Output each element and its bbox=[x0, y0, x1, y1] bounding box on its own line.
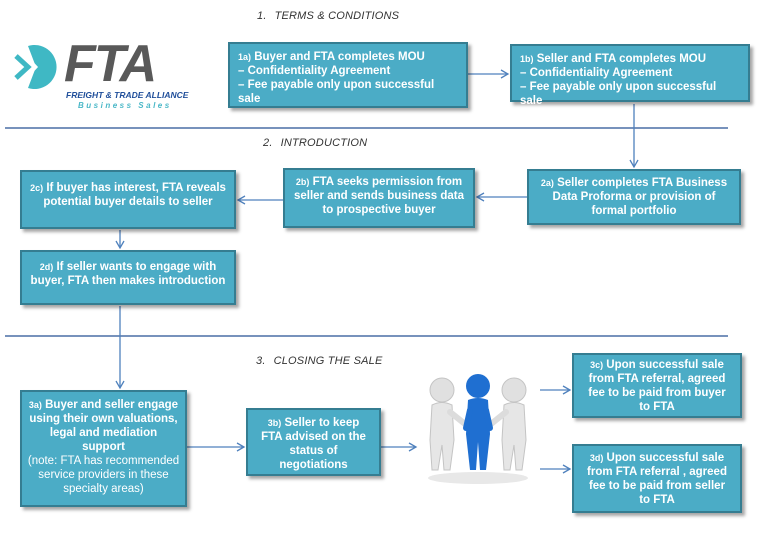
step-bullet: – Confidentiality Agreement bbox=[238, 65, 391, 77]
step-bullet: – Fee payable only upon successful sale bbox=[238, 79, 435, 105]
section-heading-introduction: 2. INTRODUCTION bbox=[263, 137, 367, 149]
section-number: 2. bbox=[263, 137, 273, 149]
section-number: 1. bbox=[257, 10, 267, 22]
step-id: 2c) bbox=[30, 183, 44, 193]
step-text: Seller to keep FTA advised on the status… bbox=[261, 417, 366, 471]
step-text: Upon successful sale from FTA referral, … bbox=[588, 359, 726, 413]
step-note: (note: FTA has recommended service provi… bbox=[27, 455, 180, 495]
step-id: 2d) bbox=[39, 262, 54, 272]
section-title: CLOSING THE SALE bbox=[273, 355, 383, 367]
step-id: 2a) bbox=[540, 178, 554, 188]
fta-logo: FTA FREIGHT & TRADE ALLIANCE Business Sa… bbox=[12, 36, 202, 115]
section-heading-closing: 3. CLOSING THE SALE bbox=[256, 355, 383, 367]
step-text: If seller wants to engage with buyer, FT… bbox=[30, 261, 226, 287]
logo-tagline: FREIGHT & TRADE ALLIANCE bbox=[66, 90, 189, 100]
step-text: Seller and FTA completes MOU bbox=[536, 53, 707, 65]
step-text: Upon successful sale from FTA referral ,… bbox=[587, 452, 727, 506]
step-2c-box: 2c) If buyer has interest, FTA reveals p… bbox=[20, 170, 236, 229]
step-1b-box: 1b) Seller and FTA completes MOU – Confi… bbox=[510, 44, 750, 107]
step-id: 2b) bbox=[295, 177, 310, 187]
section-number: 3. bbox=[256, 355, 266, 367]
step-text: Buyer and seller engage using their own … bbox=[29, 399, 179, 453]
people-handshake-icon bbox=[428, 374, 528, 484]
step-3b-box: 3b) Seller to keep FTA advised on the st… bbox=[246, 408, 381, 476]
plane-icon bbox=[14, 45, 57, 89]
step-id: 3d) bbox=[589, 453, 604, 463]
step-id: 3c) bbox=[590, 360, 604, 370]
section-title: TERMS & CONDITIONS bbox=[274, 10, 400, 22]
step-bullet: – Fee payable only upon successful sale bbox=[520, 81, 717, 107]
step-text: Seller completes FTA Business Data Profo… bbox=[552, 177, 728, 217]
step-text: FTA seeks permission from seller and sen… bbox=[293, 176, 464, 216]
step-bullet: – Confidentiality Agreement bbox=[520, 67, 673, 79]
step-text: If buyer has interest, FTA reveals poten… bbox=[43, 182, 226, 208]
logo-wordmark: FTA bbox=[64, 35, 157, 93]
step-3c-box: 3c) Upon successful sale from FTA referr… bbox=[572, 353, 742, 418]
step-3d-box: 3d) Upon successful sale from FTA referr… bbox=[572, 444, 742, 513]
step-id: 1b) bbox=[520, 54, 534, 64]
step-text: Buyer and FTA completes MOU bbox=[254, 51, 425, 63]
step-1a-box: 1a) Buyer and FTA completes MOU – Confid… bbox=[228, 42, 468, 108]
step-2a-box: 2a) Seller completes FTA Business Data P… bbox=[527, 169, 741, 225]
section-heading-terms: 1. TERMS & CONDITIONS bbox=[257, 10, 399, 22]
step-id: 1a) bbox=[238, 52, 252, 62]
section-title: INTRODUCTION bbox=[280, 137, 368, 149]
step-2b-box: 2b) FTA seeks permission from seller and… bbox=[283, 168, 475, 228]
step-id: 3b) bbox=[267, 418, 282, 428]
step-2d-box: 2d) If seller wants to engage with buyer… bbox=[20, 250, 236, 305]
step-3a-box: 3a) Buyer and seller engage using their … bbox=[20, 390, 187, 507]
step-id: 3a) bbox=[28, 400, 42, 410]
logo-subtitle: Business Sales bbox=[78, 101, 172, 110]
